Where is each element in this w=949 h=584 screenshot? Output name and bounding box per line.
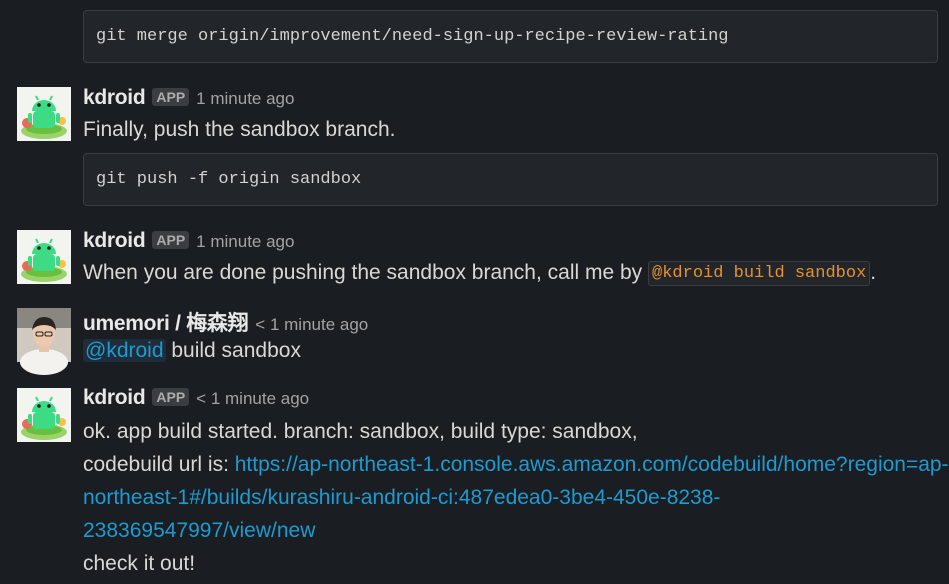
message-text-before: When you are done pushing the sandbox br…: [83, 261, 649, 284]
code-text: git push -f origin sandbox: [96, 170, 362, 189]
kdroid-avatar[interactable]: [17, 388, 71, 442]
message-text: When you are done pushing the sandbox br…: [83, 261, 877, 286]
message-text: Finally, push the sandbox branch.: [83, 118, 396, 141]
message-line: northeast-1#/builds/kurashiru-android-ci…: [83, 481, 949, 514]
username[interactable]: umemori / 梅森翔: [83, 312, 249, 335]
timestamp[interactable]: < 1 minute ago: [255, 315, 369, 334]
timestamp[interactable]: < 1 minute ago: [196, 389, 310, 408]
code-block: git push -f origin sandbox: [83, 153, 938, 206]
timestamp[interactable]: 1 minute ago: [196, 232, 295, 251]
message-line: 238369547997/view/new: [83, 514, 949, 547]
message-header: kdroid APP 1 minute ago: [83, 229, 294, 253]
code-text: git merge origin/improvement/need-sign-u…: [96, 27, 729, 46]
message-line: ok. app build started. branch: sandbox, …: [83, 420, 638, 443]
codebuild-link[interactable]: 238369547997/view/new: [83, 519, 316, 542]
kdroid-avatar[interactable]: [17, 87, 71, 141]
umemori-avatar[interactable]: [17, 308, 71, 375]
message-text: @kdroid build sandbox: [83, 339, 301, 363]
message-text-after: .: [870, 261, 877, 284]
username[interactable]: kdroid: [83, 386, 146, 409]
message-text-after: build sandbox: [165, 339, 301, 362]
android-bot-icon: [17, 87, 71, 141]
codebuild-link[interactable]: northeast-1#/builds/kurashiru-android-ci…: [83, 486, 721, 509]
message-header: kdroid APP 1 minute ago: [83, 86, 294, 110]
android-bot-icon: [17, 230, 71, 284]
code-block: git merge origin/improvement/need-sign-u…: [83, 10, 938, 63]
app-badge: APP: [152, 388, 190, 406]
timestamp[interactable]: 1 minute ago: [196, 89, 295, 108]
app-badge: APP: [152, 231, 190, 249]
message-header: kdroid APP < 1 minute ago: [83, 386, 309, 410]
message-line: check it out!: [83, 552, 196, 575]
inline-code: @kdroid build sandbox: [648, 261, 871, 286]
message-header: umemori / 梅森翔 < 1 minute ago: [83, 307, 368, 337]
user-photo-icon: [17, 308, 71, 375]
app-badge: APP: [152, 88, 190, 106]
username[interactable]: kdroid: [83, 229, 146, 252]
message-body: ok. app build started. branch: sandbox, …: [83, 415, 949, 580]
url-label: codebuild url is:: [83, 453, 235, 476]
username[interactable]: kdroid: [83, 86, 146, 109]
kdroid-avatar[interactable]: [17, 230, 71, 284]
message-line: codebuild url is: https://ap-northeast-1…: [83, 448, 949, 481]
android-bot-icon: [17, 388, 71, 442]
codebuild-link[interactable]: https://ap-northeast-1.console.aws.amazo…: [234, 453, 949, 476]
user-mention[interactable]: @kdroid: [83, 339, 166, 362]
